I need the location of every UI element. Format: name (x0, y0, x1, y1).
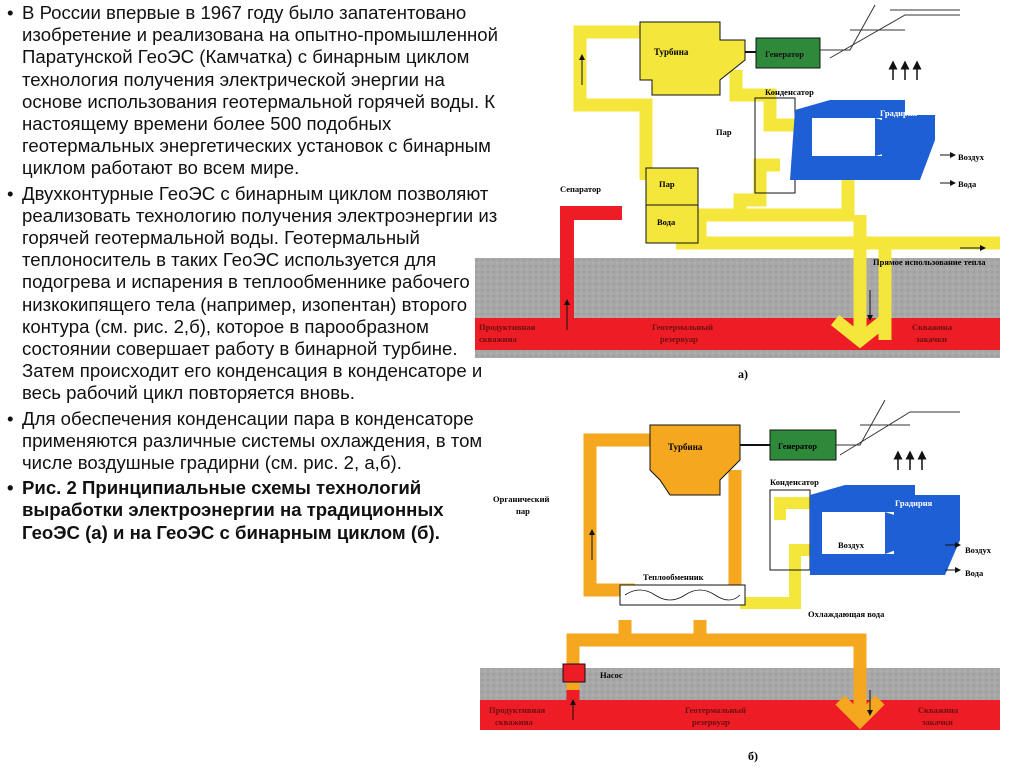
pump-b (562, 663, 586, 683)
cooling-tower-window-a (812, 118, 882, 156)
heat-exchanger-b (619, 584, 746, 606)
steam-arrows-a (888, 60, 922, 80)
label-sep-water-a: Вода (657, 217, 676, 227)
label-reservoir-a-2: резервуар (660, 334, 698, 344)
label-organic-steam-b-2: пар (516, 506, 530, 516)
label-injection-well-a-1: Скважина (912, 322, 953, 332)
orange-pipes-b (583, 433, 742, 597)
label-direct-heat-a: Прямое использование тепла (873, 257, 986, 267)
bullet-2: •Двухконтурные ГеоЭС с бинарным циклом п… (7, 182, 498, 404)
turbine-a (639, 21, 746, 96)
diagram-b: Турбина Генератор Конденсатор Градирня О… (480, 399, 1000, 763)
bullet-1: •В России впервые в 1967 году было запат… (7, 2, 498, 179)
label-reservoir-b-1: Геотермальный (685, 705, 746, 715)
label-air-b: Воздух (965, 545, 992, 555)
caption-a: а) (738, 367, 748, 381)
bullet-3: •Для обеспечения конденсации пара в конд… (7, 407, 483, 474)
text-column: •В России впервые в 1967 году было запат… (6, 2, 506, 547)
steam-arrows-b (893, 450, 927, 470)
label-injection-well-b-1: Скважина (918, 705, 959, 715)
label-turbine-a: Турбина (654, 47, 689, 57)
label-condenser-a: Конденсатор (765, 87, 814, 97)
label-production-well-b-1: Продуктивная (489, 705, 546, 715)
label-cooling-tower-a: Градирня (880, 108, 918, 118)
label-production-well-a-2: скважина (479, 334, 517, 344)
cooling-tower-window-b (822, 512, 894, 554)
turbine-b (649, 424, 741, 496)
label-turbine-b: Турбина (668, 442, 703, 452)
power-lines-b (836, 399, 960, 456)
label-steam-right-a: Пар (716, 127, 732, 137)
label-generator-a: Генератор (765, 49, 804, 59)
label-injection-well-b-2: закачки (922, 717, 953, 727)
label-organic-steam-b-1: Органический (493, 494, 549, 504)
label-condenser-b: Конденсатор (770, 477, 819, 487)
caption-b: б) (748, 749, 758, 763)
label-cooling-tower-b: Градирня (895, 498, 933, 508)
diagram-a: Турбина Генератор Конденсатор Градирня П… (475, 4, 1000, 381)
label-pump-b: Насос (600, 670, 623, 680)
label-air-inner-b: Воздух (838, 540, 865, 550)
label-generator-b: Генератор (778, 441, 817, 451)
label-cooling-water-b: Охлаждающая вода (808, 609, 885, 619)
label-sep-steam-a: Пар (659, 179, 675, 189)
label-heat-exchanger-b: Теплообменник (643, 572, 704, 582)
label-reservoir-b-2: резервуар (692, 717, 730, 727)
figure-caption: •Рис. 2 Принципиальные схемы технологий … (7, 477, 444, 543)
label-production-well-b-2: скважина (495, 717, 533, 727)
label-production-well-a-1: Продуктивная (479, 322, 536, 332)
flow-arrows-a (564, 54, 986, 330)
label-reservoir-a-1: Геотермальный (652, 322, 713, 332)
label-air-a: Воздух (958, 152, 985, 162)
yellow-pipes-a (573, 25, 1000, 349)
label-water-right-b: Вода (965, 568, 984, 578)
power-lines-a (820, 4, 960, 59)
flow-arrows-b (570, 529, 961, 720)
label-separator-a: Сепаратор (560, 184, 601, 194)
label-water-right-a: Вода (958, 179, 977, 189)
yellow-pipes-b (740, 497, 820, 609)
label-injection-well-a-2: закачки (916, 334, 947, 344)
